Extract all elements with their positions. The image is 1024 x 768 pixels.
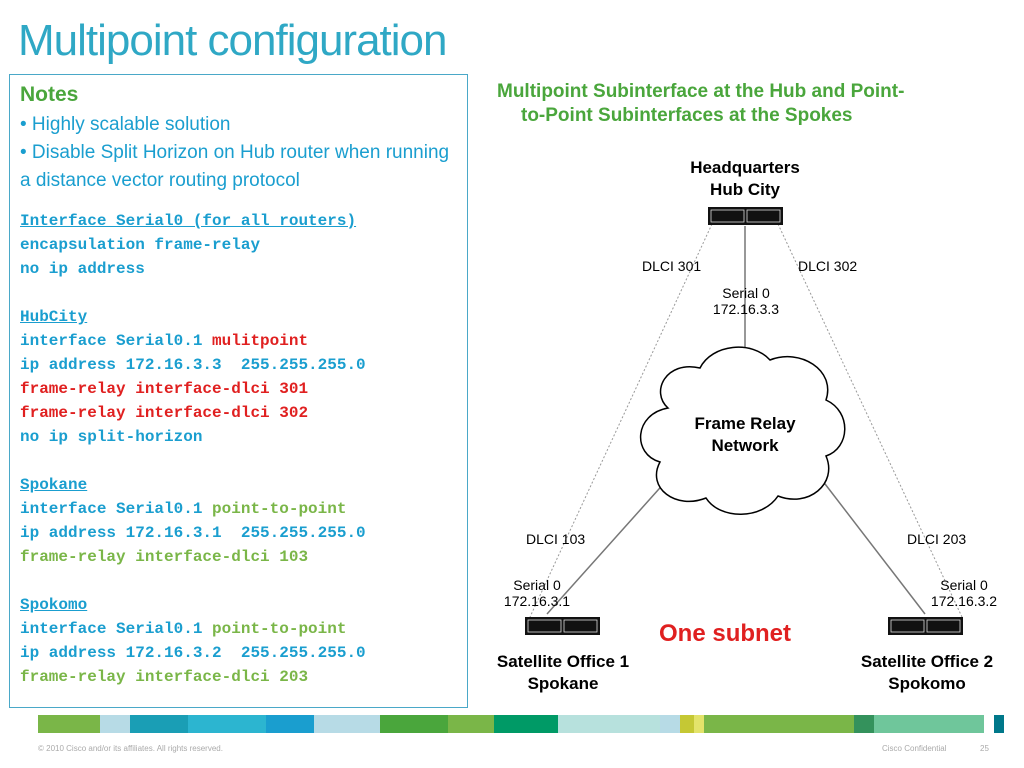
link-spokane-cloud: [546, 479, 668, 615]
note-bullet-2: • Disable Split Horizon on Hub router wh…: [20, 142, 450, 191]
code-line: frame-relay interface-dlci 203: [20, 668, 309, 686]
cloud-label-line1: Frame Relay: [694, 414, 796, 433]
code-text: interface Serial0.1: [20, 500, 213, 518]
hq-router-icon: [708, 207, 783, 225]
spokomo-serial-label: Serial 0 172.16.3.2: [914, 577, 1014, 609]
spokane-office-line2: Spokane: [527, 674, 599, 693]
code-spokane-header: Spokane: [20, 476, 88, 494]
code-line: frame-relay interface-dlci 302: [20, 404, 309, 422]
spokomo-office-line1: Satellite Office 2: [860, 652, 994, 671]
diagram-title-line1: Multipoint Subinterface at the Hub and P…: [497, 81, 905, 102]
spokane-office-line1: Satellite Office 1: [496, 652, 630, 671]
code-keyword: mulitpoint: [212, 332, 309, 350]
page-title: Multipoint configuration: [18, 16, 447, 65]
code-text: interface Serial0.1: [20, 620, 213, 638]
hq-label-line1: Headquarters: [690, 158, 800, 177]
hub-ip: 172.16.3.3: [712, 301, 780, 317]
dlci-302-label: DLCI 302: [798, 258, 858, 274]
hq-label: Headquarters Hub City: [665, 157, 825, 201]
spokane-office-label: Satellite Office 1 Spokane: [478, 651, 648, 695]
code-line: interface Serial0.1 point-to-point: [20, 497, 457, 521]
hub-serial-label: Serial 0 172.16.3.3: [696, 285, 796, 317]
cloud-label-line2: Network: [711, 436, 779, 455]
code-spokomo-header: Spokomo: [20, 596, 88, 614]
frame-relay-cloud-icon: [639, 346, 846, 515]
code-line: ip address 172.16.3.2 255.255.255.0: [20, 644, 366, 662]
diagram-title: Multipoint Subinterface at the Hub and P…: [497, 80, 1002, 128]
spokomo-serial: Serial 0: [940, 577, 988, 593]
dlci-103-label: DLCI 103: [526, 531, 586, 547]
code-line: encapsulation frame-relay: [20, 236, 261, 254]
code-keyword: point-to-point: [212, 500, 347, 518]
spokane-serial: Serial 0: [513, 577, 561, 593]
footer-copyright: © 2010 Cisco and/or its affiliates. All …: [38, 744, 223, 753]
notes-panel: Notes • Highly scalable solution • Disab…: [9, 74, 468, 708]
dlci-301-label: DLCI 301: [642, 258, 702, 274]
code-line: interface Serial0.1 mulitpoint: [20, 329, 457, 353]
code-line: ip address 172.16.3.1 255.255.255.0: [20, 524, 366, 542]
spokane-serial-label: Serial 0 172.16.3.1: [487, 577, 587, 609]
code-line: ip address 172.16.3.3 255.255.255.0: [20, 356, 366, 374]
footer-page-number: 25: [980, 744, 989, 753]
code-line: no ip address: [20, 260, 145, 278]
vc-hub-spokomo: [777, 223, 963, 618]
code-hubcity-header: HubCity: [20, 308, 88, 326]
link-spokomo-cloud: [821, 479, 926, 615]
code-line: interface Serial0.1 point-to-point: [20, 617, 457, 641]
spokomo-router-icon: [888, 617, 963, 635]
config-code-block: Interface Serial0 (for all routers) enca…: [20, 209, 457, 689]
spokomo-office-line2: Spokomo: [888, 674, 966, 693]
hub-serial: Serial 0: [722, 285, 770, 301]
spokane-ip: 172.16.3.1: [503, 593, 571, 609]
vc-hub-spokane: [529, 223, 713, 618]
code-all-routers-header: Interface Serial0 (for all routers): [20, 212, 357, 230]
diagram-title-line2: to-Point Subinterfaces at the Spokes: [521, 105, 853, 126]
spokomo-office-label: Satellite Office 2 Spokomo: [842, 651, 1012, 695]
spokomo-ip: 172.16.3.2: [930, 593, 998, 609]
hq-label-line2: Hub City: [710, 180, 780, 199]
code-line: no ip split-horizon: [20, 428, 203, 446]
notes-heading: Notes: [20, 83, 79, 106]
spokane-router-icon: [525, 617, 600, 635]
code-text: interface Serial0.1: [20, 332, 213, 350]
code-keyword: point-to-point: [212, 620, 347, 638]
cloud-label: Frame Relay Network: [675, 413, 815, 457]
code-line: frame-relay interface-dlci 103: [20, 548, 309, 566]
note-bullet-1: • Highly scalable solution: [20, 114, 231, 135]
one-subnet-label: One subnet: [659, 620, 792, 647]
dlci-203-label: DLCI 203: [907, 531, 967, 547]
code-line: frame-relay interface-dlci 301: [20, 380, 309, 398]
footer-color-bar: [38, 715, 1004, 733]
footer-confidential: Cisco Confidential: [882, 744, 947, 753]
